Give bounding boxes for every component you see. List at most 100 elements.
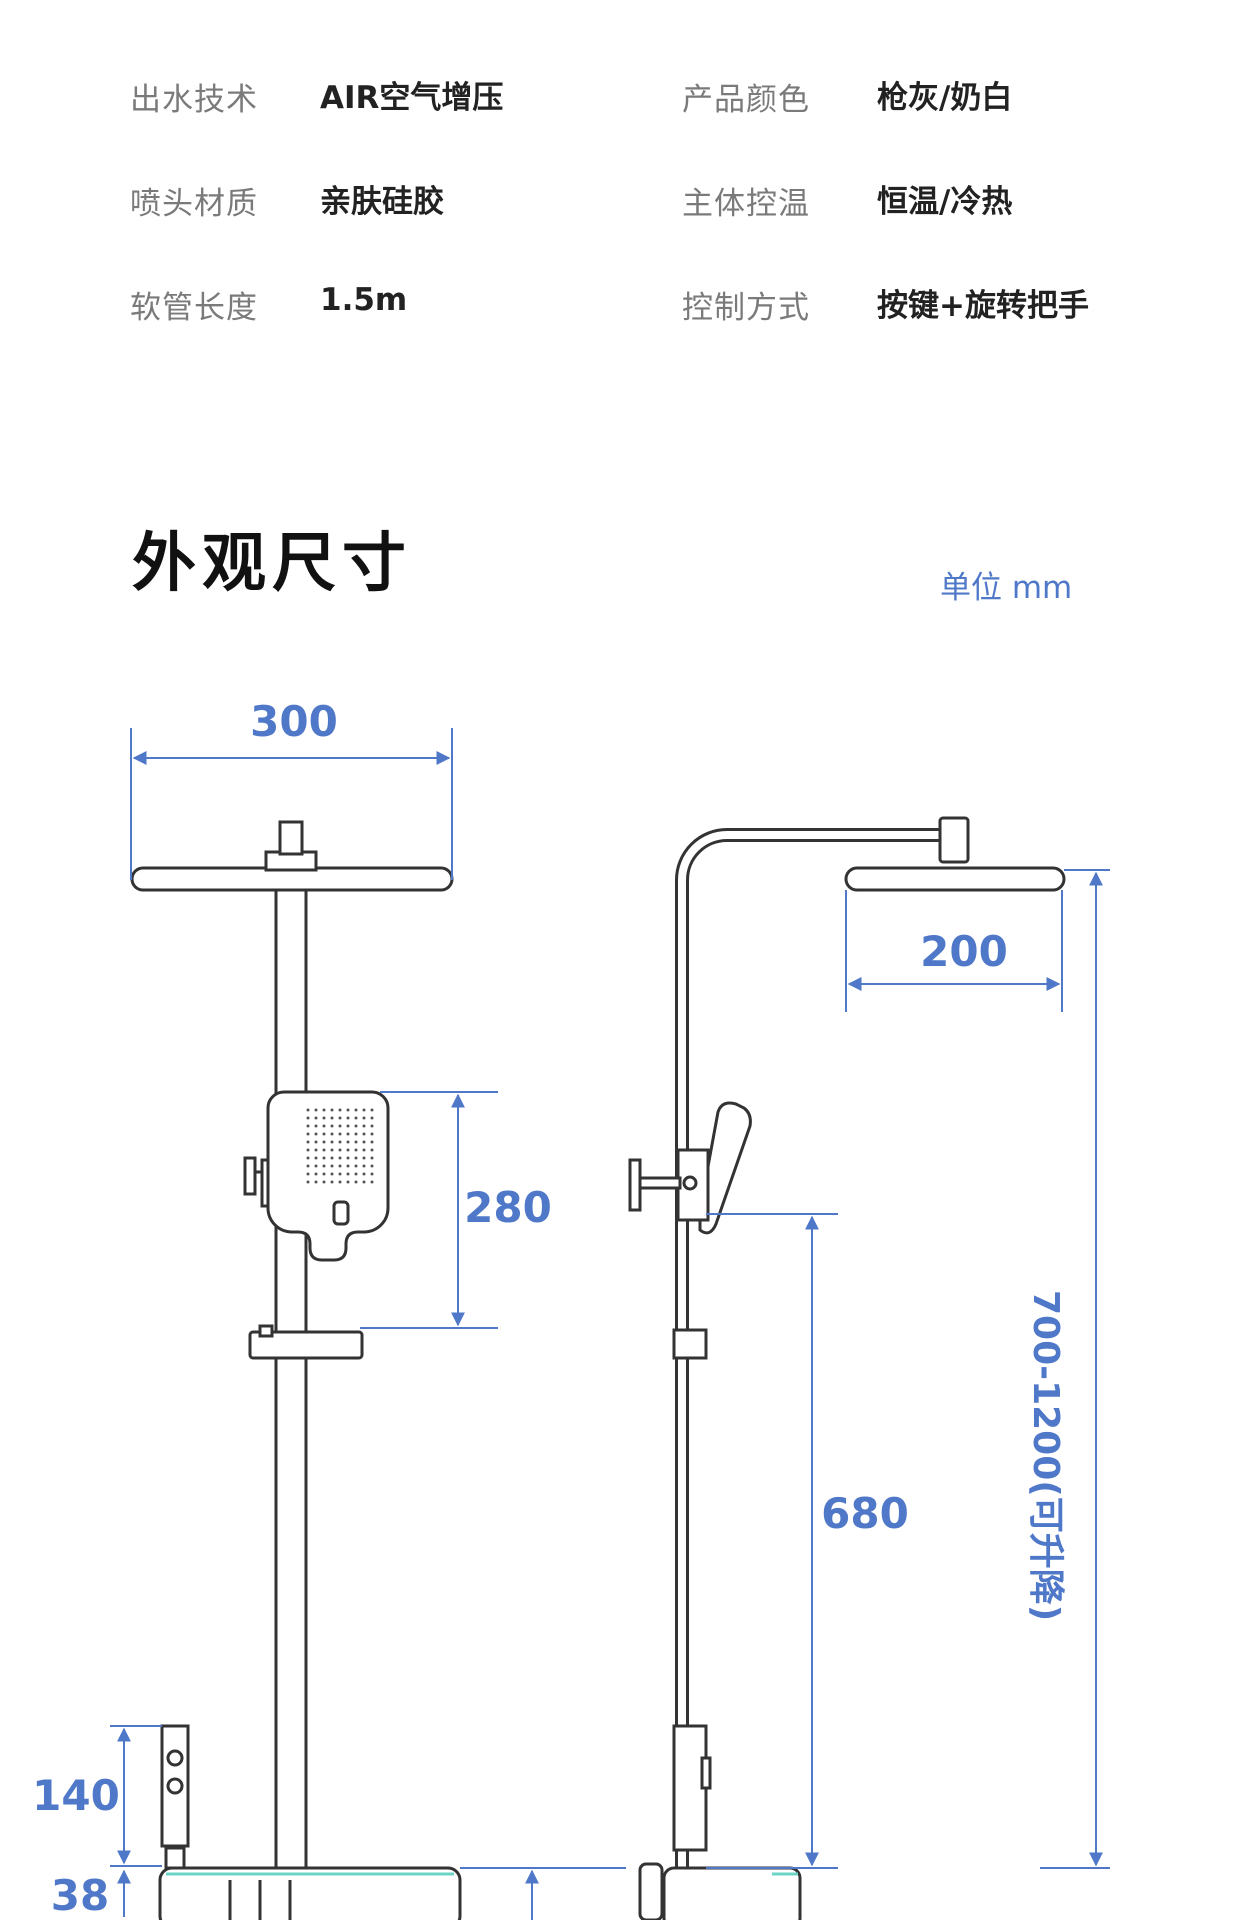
nozzle-dot (330, 1172, 334, 1176)
nozzle-dot (346, 1172, 350, 1176)
dim-label-handle: 140 (32, 1771, 120, 1820)
nozzle-dot (322, 1108, 326, 1112)
dim-label-bracket: 680 (821, 1489, 909, 1538)
nozzle-dot (338, 1148, 342, 1152)
spec-label-nozzle-material: 喷头材质 (130, 186, 258, 222)
nozzle-dot (330, 1140, 334, 1144)
nozzle-dot (322, 1164, 326, 1168)
front-hand-shower-nozzles (306, 1108, 374, 1184)
nozzle-dot (338, 1132, 342, 1136)
nozzle-dot (362, 1148, 366, 1152)
nozzle-dot (370, 1156, 374, 1160)
nozzle-dot (354, 1180, 358, 1184)
section-title: 外观尺寸 (132, 527, 412, 601)
front-side-button-1 (166, 1749, 184, 1767)
nozzle-dot (338, 1108, 342, 1112)
front-valve-knob (243, 1156, 257, 1196)
nozzle-dot (354, 1108, 358, 1112)
nozzle-dot (346, 1116, 350, 1120)
nozzle-dot (338, 1156, 342, 1160)
front-base-shelf (158, 1866, 462, 1920)
nozzle-dot (346, 1164, 350, 1168)
nozzle-dot (370, 1164, 374, 1168)
side-base-shelf (662, 1866, 802, 1920)
nozzle-dot (338, 1172, 342, 1176)
spec-label-color: 产品颜色 (682, 82, 810, 118)
spec-label-temp-control: 主体控温 (682, 186, 810, 222)
side-arm-endcap (938, 816, 970, 864)
nozzle-dot (314, 1140, 318, 1144)
nozzle-dot (306, 1108, 310, 1112)
dimension-lines (110, 728, 1110, 1920)
nozzle-dot (362, 1108, 366, 1112)
nozzle-dot (346, 1180, 350, 1184)
nozzle-dot (314, 1148, 318, 1152)
nozzle-dot (370, 1148, 374, 1152)
dim-label-width: 300 (250, 697, 338, 746)
side-pole-clamp (672, 1328, 708, 1360)
nozzle-dot (322, 1140, 326, 1144)
side-valve-knob (628, 1158, 642, 1212)
spec-value-nozzle-material: 亲肤硅胶 (320, 184, 444, 220)
nozzle-dot (322, 1124, 326, 1128)
nozzle-dot (354, 1172, 358, 1176)
side-base-knob (638, 1862, 664, 1920)
nozzle-dot (330, 1164, 334, 1168)
nozzle-dot (354, 1132, 358, 1136)
front-holder-clip (258, 1324, 274, 1338)
nozzle-dot (354, 1124, 358, 1128)
spec-value-water-tech: AIR空气增压 (320, 80, 504, 116)
nozzle-dot (306, 1172, 310, 1176)
nozzle-dot (338, 1116, 342, 1120)
nozzle-dot (338, 1180, 342, 1184)
nozzle-dot (362, 1124, 366, 1128)
nozzle-dot (370, 1140, 374, 1144)
nozzle-dot (306, 1164, 310, 1168)
nozzle-dot (354, 1148, 358, 1152)
side-valve-stem (638, 1176, 682, 1190)
nozzle-dot (314, 1108, 318, 1112)
spec-value-color: 枪灰/奶白 (877, 80, 1013, 116)
side-top-shower-head (844, 866, 1066, 892)
spec-label-control-method: 控制方式 (682, 290, 810, 326)
nozzle-dot (306, 1124, 310, 1128)
side-hand-shower (698, 1101, 752, 1235)
side-handle-button (700, 1756, 712, 1790)
nozzle-dot (330, 1108, 334, 1112)
front-hand-shower-button (332, 1200, 350, 1226)
nozzle-dot (314, 1180, 318, 1184)
spec-value-control-method: 按键+旋转把手 (877, 288, 1089, 324)
nozzle-dot (306, 1140, 310, 1144)
nozzle-dot (346, 1132, 350, 1136)
nozzle-dot (322, 1156, 326, 1160)
nozzle-dot (354, 1156, 358, 1160)
spec-value-temp-control: 恒温/冷热 (877, 184, 1013, 220)
front-holder (248, 1330, 364, 1360)
nozzle-dot (362, 1164, 366, 1168)
nozzle-dot (362, 1132, 366, 1136)
nozzle-dot (330, 1156, 334, 1160)
nozzle-dot (370, 1172, 374, 1176)
dim-label-depth: 200 (920, 927, 1008, 976)
spec-label-water-tech: 出水技术 (130, 82, 258, 118)
nozzle-dot (338, 1124, 342, 1128)
nozzle-dot (306, 1132, 310, 1136)
nozzle-dot (330, 1124, 334, 1128)
spec-label-hose-length: 软管长度 (130, 290, 258, 326)
nozzle-dot (314, 1132, 318, 1136)
nozzle-dot (362, 1116, 366, 1120)
nozzle-dot (314, 1124, 318, 1128)
nozzle-dot (322, 1116, 326, 1120)
nozzle-dot (346, 1156, 350, 1160)
nozzle-dot (306, 1180, 310, 1184)
nozzle-dot (322, 1132, 326, 1136)
nozzle-dot (370, 1116, 374, 1120)
nozzle-dot (354, 1140, 358, 1144)
front-pole (274, 888, 308, 1872)
front-view (130, 820, 462, 1920)
spec-value-hose-length: 1.5m (320, 282, 408, 318)
front-side-button-2 (166, 1777, 184, 1795)
dim-label-adjustable: 700-1200(可升降) (1025, 1290, 1066, 1621)
nozzle-dot (362, 1156, 366, 1160)
